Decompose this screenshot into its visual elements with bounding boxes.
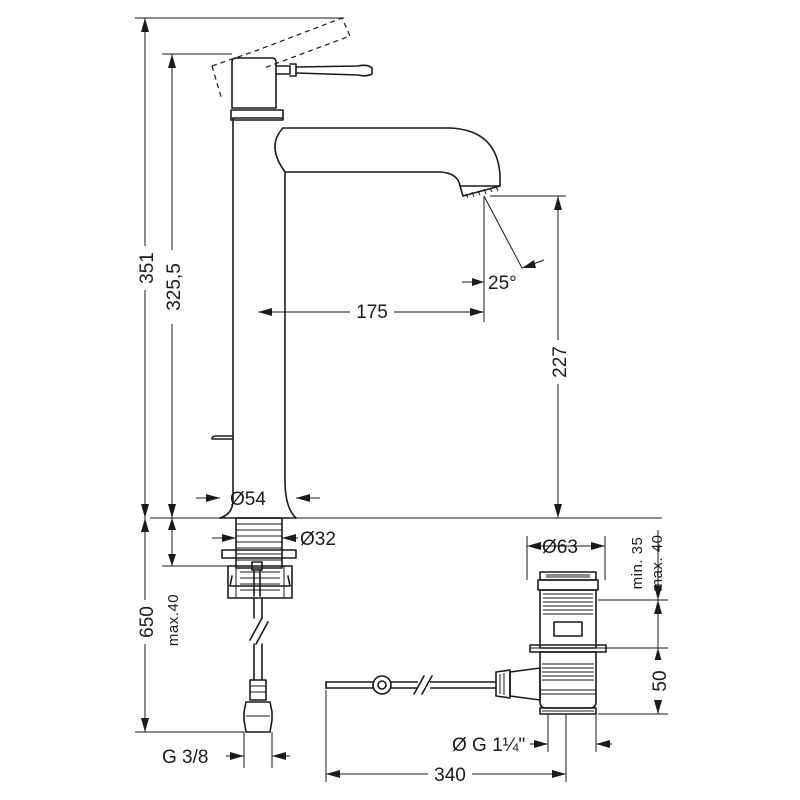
- shank-assembly: [221, 517, 297, 733]
- dim-50: 50: [650, 670, 671, 691]
- dim-340: 340: [434, 765, 466, 786]
- dim-g-1-1-4: Ø G 1¼": [452, 735, 525, 756]
- waste-valve: [495, 571, 607, 715]
- dim-650: 650: [137, 606, 158, 638]
- pull-rod: [325, 675, 497, 695]
- dim-325-5: 325,5: [164, 263, 185, 311]
- dim-angle-25: 25°: [488, 273, 517, 294]
- dim-351: 351: [137, 252, 158, 284]
- dim-min-35: min. 35: [629, 537, 646, 590]
- dim-diameter-63: Ø63: [542, 537, 578, 558]
- dim-227: 227: [550, 346, 571, 378]
- dim-max-40-shank: max.40: [165, 594, 182, 646]
- dim-max-40-waste: max. 40: [649, 535, 666, 592]
- dimension-lines: [135, 17, 668, 782]
- dim-g-3-8: G 3/8: [162, 747, 208, 768]
- faucet-body: [211, 57, 501, 519]
- dim-diameter-54: Ø54: [230, 489, 266, 510]
- dim-175: 175: [356, 302, 388, 323]
- dimension-labels: 351 325,5 175 227 25° Ø54 Ø32 650 max.40…: [136, 246, 671, 786]
- dim-diameter-32: Ø32: [300, 529, 336, 550]
